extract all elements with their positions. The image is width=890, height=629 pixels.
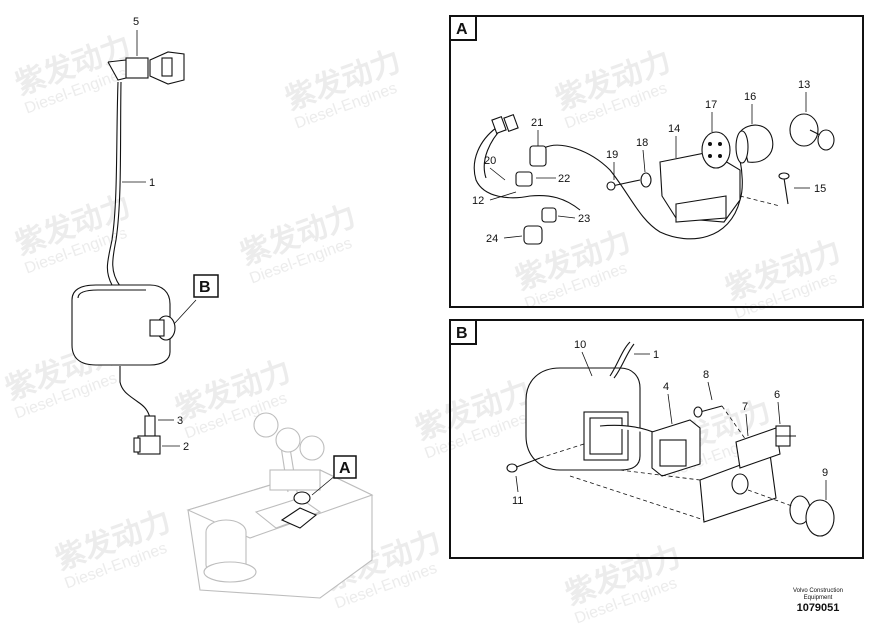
- part-label: 22: [558, 173, 570, 185]
- callout-b: B: [173, 274, 219, 325]
- part-label: 4: [663, 381, 669, 393]
- part-5-switch: [107, 30, 185, 85]
- part-label: 16: [744, 91, 756, 103]
- part-label: 8: [703, 369, 709, 381]
- part-label: 2: [183, 441, 189, 453]
- indicator-housing: [71, 284, 176, 366]
- footer: Volvo Construction Equipment 1079051: [793, 588, 843, 614]
- panel-b: B 10 1 4 8 7 6: [449, 319, 864, 559]
- part-label: 11: [512, 495, 523, 507]
- part-label: 12: [472, 195, 484, 207]
- part-label: 1: [149, 177, 155, 189]
- part-label: 17: [705, 99, 717, 111]
- part-label: 23: [578, 213, 590, 225]
- part-label: 6: [774, 389, 780, 401]
- part-label: 10: [574, 339, 586, 351]
- footer-line2: Equipment: [804, 595, 833, 601]
- panel-b-label: B: [456, 325, 468, 342]
- part-label: 14: [668, 123, 680, 135]
- main-assembly: 5 1 B 3 2: [71, 16, 219, 455]
- part-label: 13: [798, 79, 810, 91]
- footer-line1: Volvo Construction: [793, 588, 843, 594]
- part-label: 24: [486, 233, 498, 245]
- panel-a: A 21 20 22 12 23 24 19: [449, 15, 864, 308]
- panel-a-label: A: [456, 21, 468, 38]
- part-label: 15: [814, 183, 826, 195]
- part-label: 20: [484, 155, 496, 167]
- drawing-number: 1079051: [797, 602, 840, 614]
- part-label: 9: [822, 467, 828, 479]
- part-label: 3: [177, 415, 183, 427]
- console-ghost: A: [186, 412, 374, 599]
- part-label: 18: [636, 137, 648, 149]
- callout-a-label: A: [339, 460, 351, 477]
- part-label: 19: [606, 149, 618, 161]
- part-label: 21: [531, 117, 543, 129]
- part-label: 1: [653, 349, 659, 361]
- callout-b-label: B: [199, 279, 211, 296]
- part-label: 7: [742, 401, 748, 413]
- part-label: 5: [133, 16, 139, 28]
